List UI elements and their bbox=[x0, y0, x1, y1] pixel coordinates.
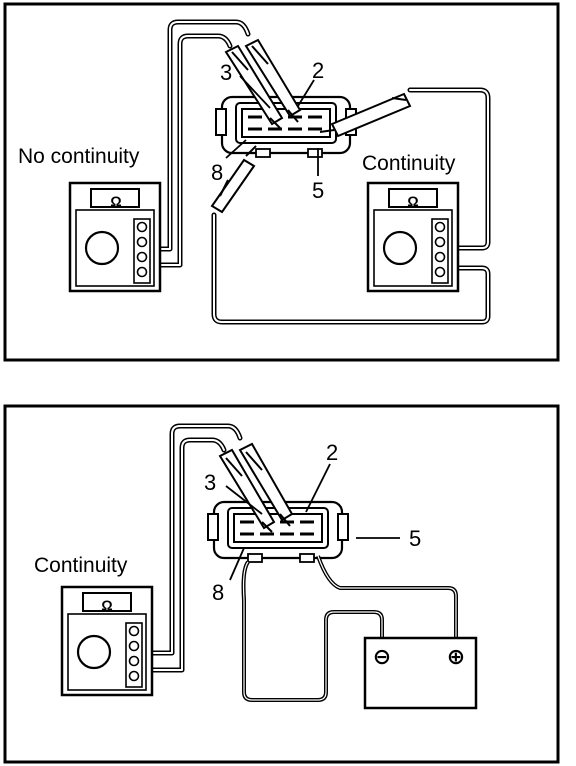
no-continuity-label: No continuity bbox=[18, 145, 140, 168]
ohm-symbol-right-1: Ω bbox=[407, 193, 418, 209]
pin-label-8-b: 8 bbox=[212, 580, 224, 605]
ohm-symbol-2: Ω bbox=[101, 597, 112, 613]
pin-label-2: 2 bbox=[312, 58, 324, 83]
pin-label-3-b: 3 bbox=[204, 470, 216, 495]
probe-pin-5 bbox=[319, 92, 412, 138]
continuity-label-2: Continuity bbox=[34, 554, 128, 577]
battery-positive-terminal: ⊕ bbox=[447, 644, 465, 669]
probe-pin-2-b bbox=[238, 442, 294, 527]
probe-pin-2 bbox=[244, 38, 302, 123]
continuity-label-1: Continuity bbox=[362, 152, 456, 175]
panel-1: 3 2 8 5 Ω No continuity Ω Continuity bbox=[3, 2, 560, 362]
probe-pin-3 bbox=[224, 44, 284, 129]
panel-2: 3 2 5 8 Ω Continuity ⊖ ⊕ bbox=[3, 404, 560, 764]
pin-label-5-b: 5 bbox=[409, 526, 421, 551]
pin-label-5: 5 bbox=[312, 178, 324, 203]
pin-label-2-b: 2 bbox=[326, 440, 338, 465]
pin-label-8: 8 bbox=[211, 160, 223, 185]
battery-negative-terminal: ⊖ bbox=[373, 644, 391, 669]
probe-pin-8 bbox=[210, 145, 257, 214]
pin-label-3: 3 bbox=[220, 60, 232, 85]
panel-2-frame bbox=[3, 404, 560, 764]
ohm-symbol-left-1: Ω bbox=[110, 193, 121, 209]
battery: ⊖ ⊕ bbox=[363, 636, 478, 710]
probes-1 bbox=[210, 38, 412, 214]
panel-1-frame bbox=[3, 2, 560, 362]
